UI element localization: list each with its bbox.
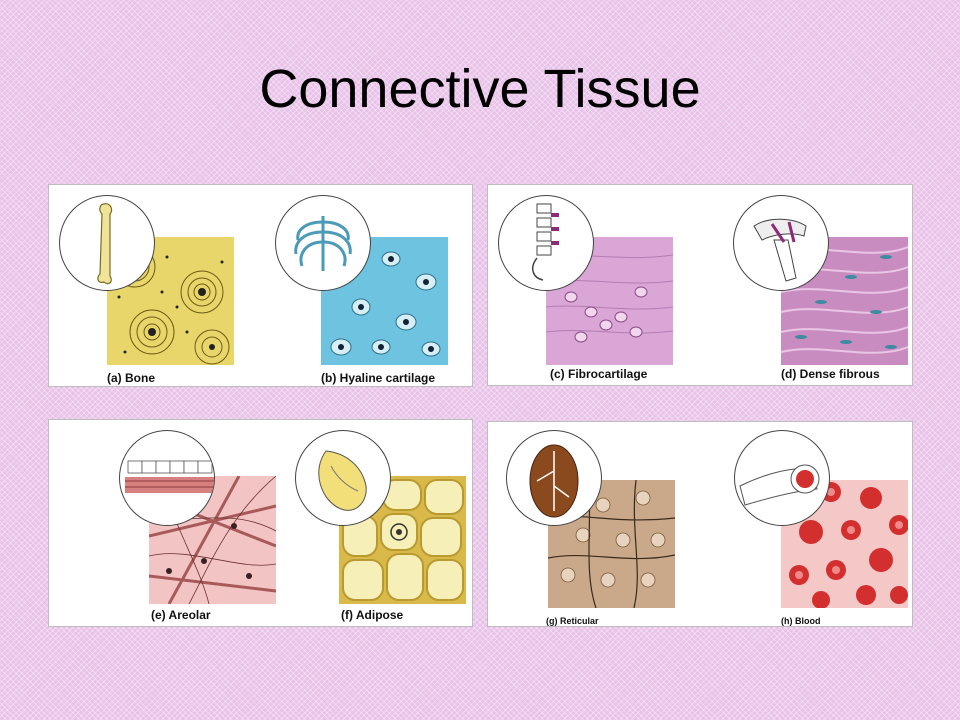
- label-dense-fibrous: (d) Dense fibrous: [781, 367, 880, 381]
- label-fibrocartilage: (c) Fibrocartilage: [550, 367, 648, 381]
- ribcage-inset: [275, 195, 371, 291]
- epithelium-inset: [119, 430, 215, 526]
- breast-inset: [295, 430, 391, 526]
- label-bone: (a) Bone: [107, 371, 155, 385]
- label-blood: (h) Blood: [781, 616, 821, 626]
- hyaline-cartilage-micrograph: [321, 237, 448, 365]
- label-hyaline-cartilage: (b) Hyaline cartilage: [321, 371, 436, 385]
- shoulder-joint-inset: [733, 195, 829, 291]
- bone-inset: [59, 195, 155, 291]
- panel-fibrocartilage-dense: (c) Fibrocartilage (d) Dense fibrous: [487, 184, 913, 386]
- spleen-inset: [506, 430, 602, 526]
- label-reticular: (g) Reticular: [546, 616, 599, 626]
- label-adipose: (f) Adipose: [341, 608, 404, 622]
- panel-areolar-adipose: (e) Areolar (f) Adipose: [48, 419, 473, 627]
- spine-inset: [498, 195, 594, 291]
- slide-title: Connective Tissue: [259, 59, 701, 119]
- panel-bone-cartilage: (a) Bone (b) Hyaline cartilage: [48, 184, 473, 387]
- panel-reticular-blood: (g) Reticular (h) Blood: [487, 421, 913, 627]
- blood-vessel-inset: [734, 430, 830, 526]
- label-areolar: (e) Areolar: [151, 608, 211, 622]
